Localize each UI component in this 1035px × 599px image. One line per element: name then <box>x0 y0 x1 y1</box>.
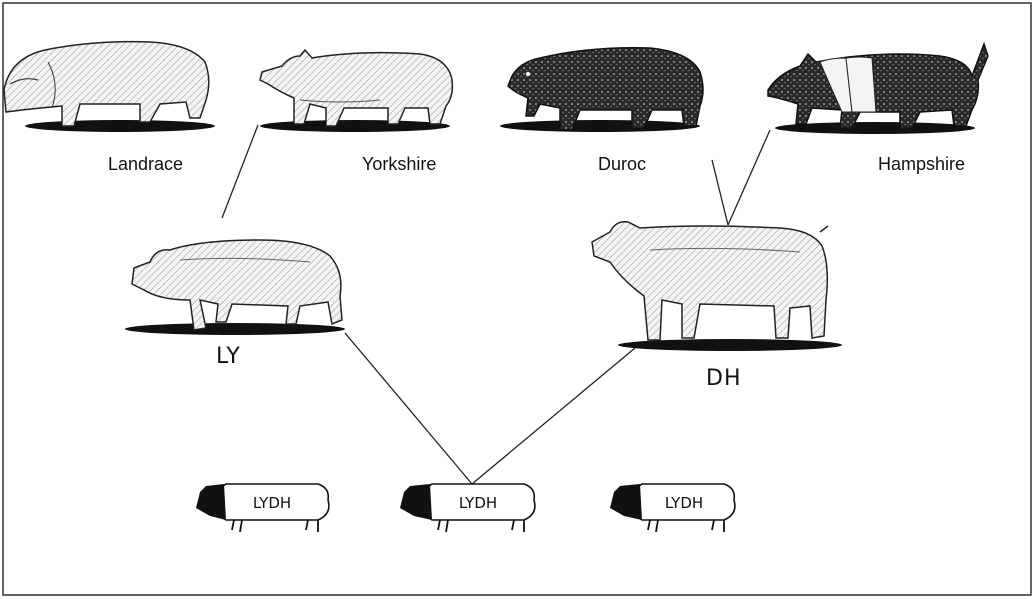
breed-label-duroc: Duroc <box>598 154 646 175</box>
offspring-label-1: LYDH <box>253 494 291 512</box>
yorkshire-pig-icon <box>260 50 452 132</box>
offspring-piglet-icon-3: LYDH <box>610 484 735 532</box>
offspring-label-2: LYDH <box>459 494 497 512</box>
duroc-pig-icon <box>500 48 703 132</box>
hampshire-pig-icon <box>768 44 988 134</box>
breed-label-yorkshire: Yorkshire <box>362 154 436 175</box>
breed-label-hampshire: Hampshire <box>878 154 965 175</box>
cross-label-dh: DH <box>706 366 741 391</box>
landrace-pig-icon <box>4 42 215 132</box>
dh-cross-pig-icon <box>592 222 842 351</box>
line-dh-lydh <box>472 348 635 484</box>
line-ly-lydh <box>345 333 472 484</box>
offspring-label-3: LYDH <box>665 494 703 512</box>
line-duroc-dh <box>712 160 728 225</box>
breed-label-landrace: Landrace <box>108 154 183 175</box>
line-hampshire-dh <box>728 130 770 225</box>
line-landrace-ly <box>222 125 258 218</box>
offspring-piglet-icon-1: LYDH <box>196 484 329 532</box>
cross-label-ly: LY <box>216 344 241 369</box>
offspring-piglet-icon-2: LYDH <box>400 484 535 532</box>
ly-cross-pig-icon <box>125 240 345 335</box>
